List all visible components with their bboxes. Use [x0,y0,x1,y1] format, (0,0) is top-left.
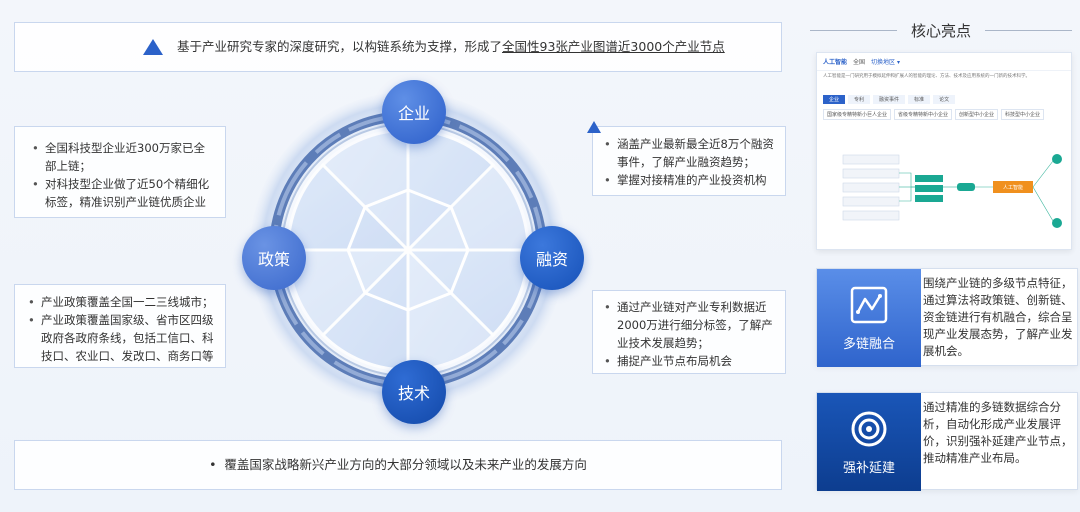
shot-tag[interactable]: 创新型中小企业 [955,109,999,120]
right-panel-title: 核心亮点 [810,20,1073,41]
shot-highlight-node[interactable]: 人工智能 [1002,185,1023,191]
shot-tag[interactable]: 国家级专精特新小巨人企业 [823,109,892,120]
line-chart-icon [850,286,888,323]
right-panel-title-text: 核心亮点 [911,22,972,40]
policy-info-box: 产业政策覆盖全国一二三线城市； 产业政策覆盖国家级、省市区四级政府各政府条线，包… [14,284,226,368]
top-banner-text: 基于产业研究专家的深度研究，以构链系统为支撑，形成了全国性93张产业图谱近300… [177,39,725,54]
shot-tag[interactable]: 省级专精特新中小企业 [894,109,953,120]
feature-tile: 强补延建 [817,393,921,491]
shot-tab-title[interactable]: 人工智能 [823,59,848,66]
bottom-banner: • 覆盖国家战略新兴产业方向的大部分领域以及未来产业的发展方向 [14,440,782,490]
shot-tab-scope[interactable]: 全国 [853,59,866,66]
shot-chain-graph [842,154,1062,228]
shot-intro: 人工智能是一门研究用于模拟延伸和扩展人的智能的理论、方法、技术及应用系统的一门新… [823,74,1030,79]
title-divider [985,30,1073,31]
wheel-graphic [250,92,566,408]
triangle-bullet-icon [143,39,163,55]
shot-tag[interactable]: 科技型中小企业 [1001,109,1045,120]
feature-label: 多链融合 [842,336,895,352]
list-item: 掌握对接精准的产业投资机构 [601,171,777,189]
list-item: 对科技型企业做了近50个精细化标签，精准识别产业链优质企业 [29,175,213,211]
technology-info-box: 通过产业链对产业专利数据近2000万进行细分标签，了解产业技术发展趋势； 捕捉产… [592,290,786,374]
shot-stat[interactable]: 论文 [933,95,956,104]
wheel-node-technology: 技术 [382,360,446,424]
feature-desc: 围绕产业链的多级节点特征，通过算法将政策链、创新链、资金链进行有机融合，综合呈现… [923,276,1073,358]
wheel-node-enterprise: 企业 [382,80,446,144]
list-item: 产业政策覆盖全国一二三线城市； [25,293,215,311]
industry-wheel: 企业 融资 技术 政策 [242,80,584,424]
top-banner: 基于产业研究专家的深度研究，以构链系统为支撑，形成了全国性93张产业图谱近300… [14,22,782,72]
feature-desc: 通过精准的多链数据综合分析，自动化形成产业发展评价，识别强补延建产业节点，推动精… [923,400,1073,465]
shot-stat[interactable]: 专利 [848,95,871,104]
list-item: 通过产业链对产业专利数据近2000万进行细分标签，了解产业技术发展趋势； [601,298,777,352]
title-divider [810,30,897,31]
wheel-node-policy: 政策 [242,226,306,290]
feature-card-strengthen: 强补延建 通过精准的多链数据综合分析，自动化形成产业发展评价，识别强补延建产业节… [816,392,1078,491]
feature-card-multi-chain: 多链融合 围绕产业链的多级节点特征，通过算法将政策链、创新链、资金链进行有机融合… [816,268,1078,367]
shot-stat[interactable]: 企业 [823,95,846,104]
feature-label: 强补延建 [842,460,895,476]
shot-stat[interactable]: 标准 [908,95,931,104]
triangle-bullet-icon [587,121,601,133]
shot-tab-switch[interactable]: 切换地区 ▾ [871,59,900,66]
list-item: 全国科技型企业近300万家已全部上链； [29,139,213,175]
financing-info-box: 涵盖产业最新最全近8万个融资事件，了解产业融资趋势； 掌握对接精准的产业投资机构 [587,121,786,196]
wheel-node-financing: 融资 [520,226,584,290]
list-item: 捕捉产业节点布局机会 [601,352,777,370]
target-icon [851,411,887,446]
bottom-banner-text: • 覆盖国家战略新兴产业方向的大部分领域以及未来产业的发展方向 [209,457,587,472]
list-item: 涵盖产业最新最全近8万个融资事件，了解产业融资趋势； [601,135,777,171]
enterprise-info-box: 全国科技型企业近300万家已全部上链； 对科技型企业做了近50个精细化标签，精准… [14,126,226,218]
feature-tile: 多链融合 [817,269,921,367]
list-item: 产业政策覆盖国家级、省市区四级政府各政府条线，包括工信口、科技口、农业口、发改口… [25,311,215,365]
industry-chain-screenshot: 人工智能 全国 切换地区 ▾ 人工智能是一门研究用于模拟延伸和扩展人的智能的理论… [816,52,1072,250]
shot-stat[interactable]: 融资事件 [873,95,906,104]
